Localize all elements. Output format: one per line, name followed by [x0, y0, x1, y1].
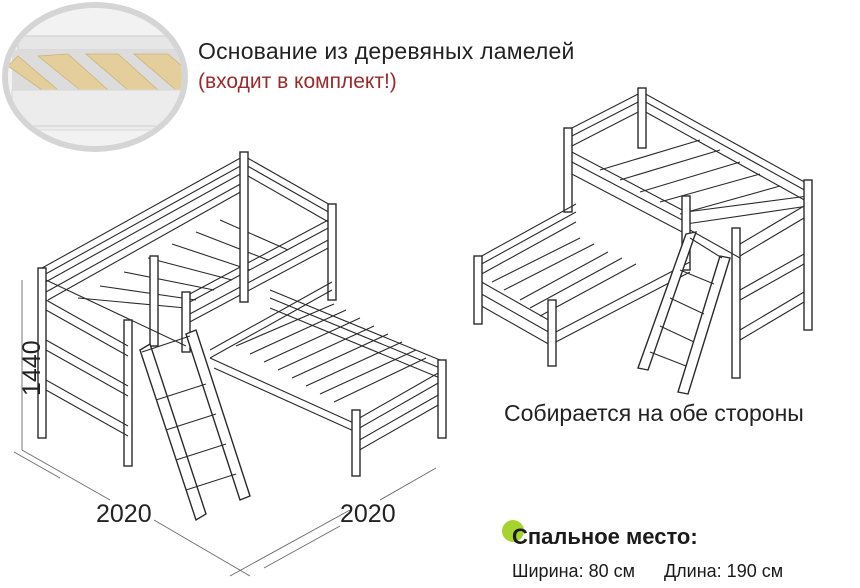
sleeping-length: Длина: 190 см: [663, 561, 784, 581]
right-bed-drawing: [473, 87, 813, 395]
slat-base-title: Основание из деревяных ламелей: [198, 38, 575, 64]
reversible-assembly-caption: Собирается на обе стороны: [504, 400, 804, 426]
right-ladder: [637, 231, 731, 395]
slat-base-illustration: [8, 8, 182, 146]
length-dimension-right: 2020: [340, 500, 396, 528]
sleeping-width: Ширина: 80 см: [512, 561, 635, 581]
included-note: (входит в комплект!): [198, 70, 397, 93]
length-dimension-left: 2020: [96, 500, 152, 528]
accent-dot-icon: [502, 520, 524, 542]
left-bed-drawing: [13, 151, 447, 577]
sleeping-place-title: Спальное место:: [512, 524, 698, 549]
sleeping-place-dimensions: Ширина: 80 см Длина: 190 см: [512, 561, 807, 582]
left-ladder: [139, 329, 251, 522]
dimension-lines-left: [13, 280, 437, 577]
slat-base-photo: [2, 2, 188, 152]
height-dimension: 1440: [18, 340, 46, 396]
